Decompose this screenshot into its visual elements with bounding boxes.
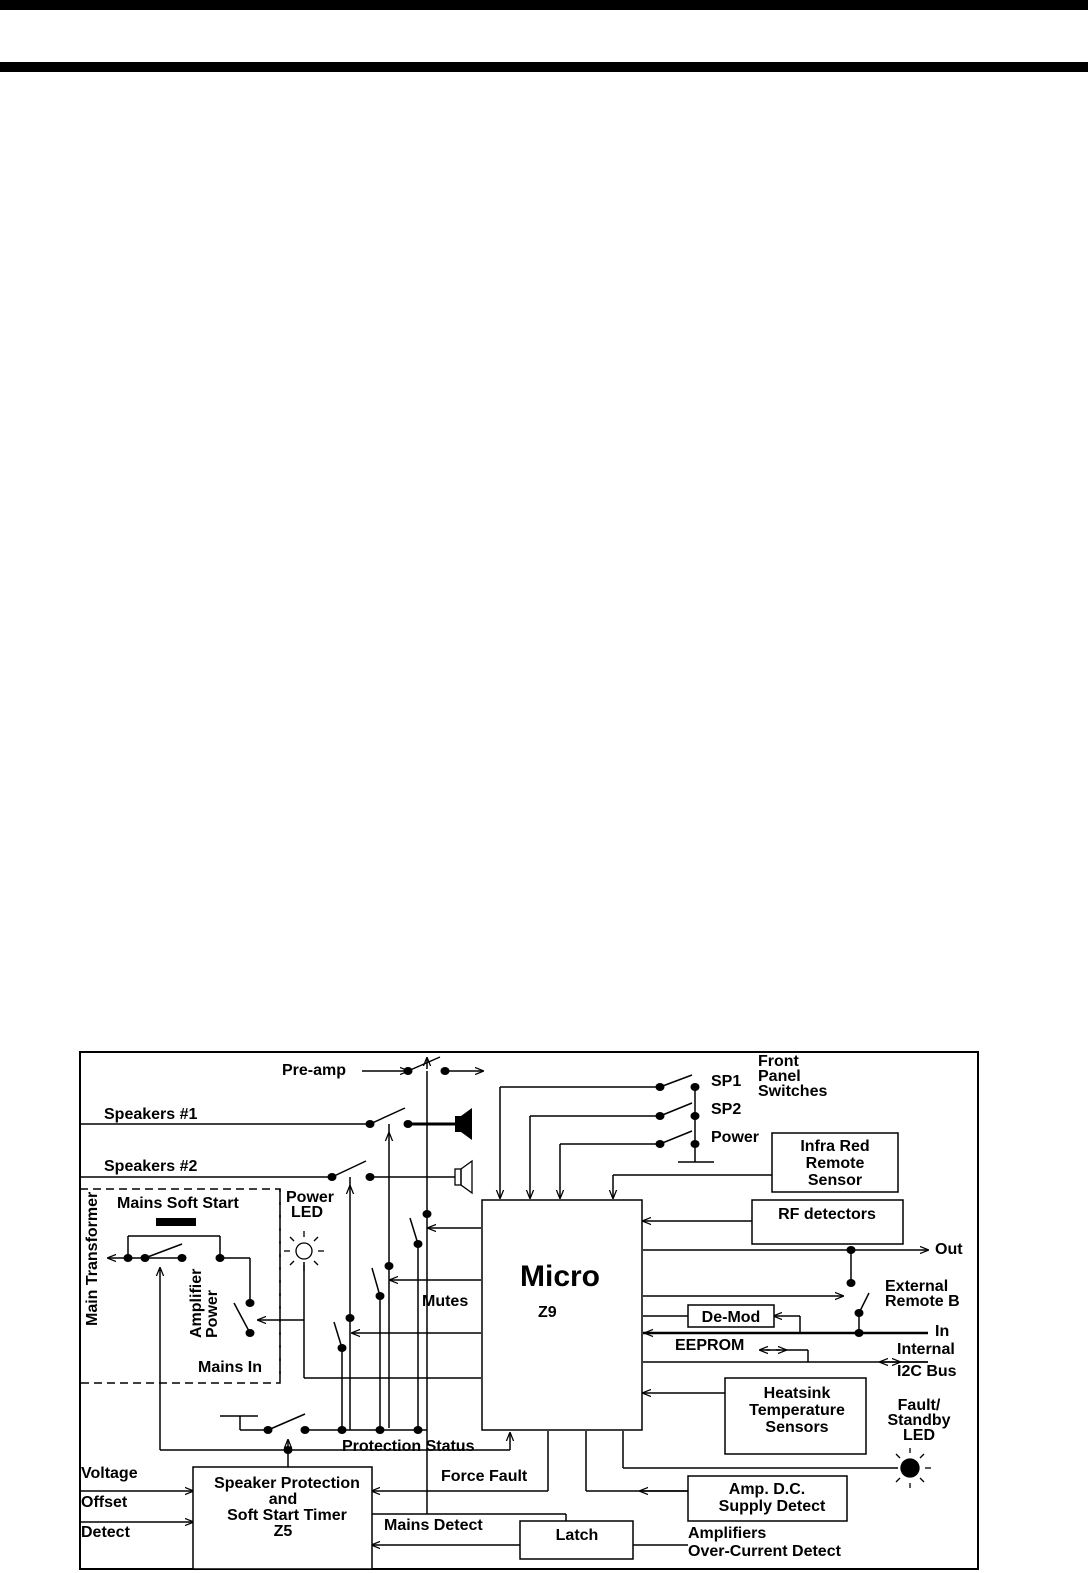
- soft-start-resistor: [156, 1218, 196, 1226]
- infra-red-label: Infra Red: [800, 1138, 869, 1155]
- front-panel-label: Panel: [758, 1068, 801, 1085]
- mains-detect-label: Mains Detect: [384, 1517, 483, 1534]
- sp1-label: SP1: [711, 1073, 741, 1090]
- force-fault-label: Force Fault: [441, 1468, 528, 1485]
- mutes-label: Mutes: [422, 1293, 468, 1310]
- out-label: Out: [935, 1241, 963, 1258]
- front-panel-label: Front: [758, 1053, 800, 1070]
- amplifier-power-label: Amplifier: [188, 1269, 205, 1338]
- external-remote-label: Remote B: [885, 1293, 960, 1310]
- speaker-protection-label: Speaker Protection: [214, 1475, 360, 1492]
- speaker-protection-label: Z5: [274, 1523, 293, 1540]
- amplifiers-label: Over-Current Detect: [688, 1543, 842, 1560]
- mains-in-label: Mains In: [198, 1359, 262, 1376]
- latch-label: Latch: [556, 1527, 599, 1544]
- power-led-icon: [284, 1231, 324, 1271]
- speaker1-icon: [455, 1108, 472, 1140]
- infra-red-box: [771, 1132, 899, 1193]
- heatsink-label: Temperature: [749, 1402, 845, 1419]
- in-label: In: [935, 1323, 949, 1340]
- power-led-label: Power: [286, 1189, 334, 1206]
- heatsink-label: Sensors: [765, 1419, 828, 1436]
- front-panel-label: Switches: [758, 1083, 827, 1100]
- rf-detectors-box: [751, 1199, 904, 1245]
- amplifiers-label: Amplifiers: [688, 1525, 766, 1542]
- top-rule-thin: [0, 0, 1088, 10]
- amp-dc-label: Amp. D.C.: [729, 1481, 805, 1498]
- offset-label: Offset: [81, 1494, 128, 1511]
- sp2-label: SP2: [711, 1101, 741, 1118]
- micro-label: Micro: [520, 1260, 600, 1293]
- fault-led-label: LED: [903, 1427, 935, 1444]
- speaker-protection-label: Soft Start Timer: [227, 1507, 347, 1524]
- external-remote-label: External: [885, 1278, 948, 1295]
- top-rule-thick: [0, 62, 1088, 72]
- power-switch-label: Power: [711, 1129, 759, 1146]
- i2c-bus-label: I2C Bus: [897, 1363, 957, 1380]
- rf-detectors-label: RF detectors: [778, 1206, 876, 1223]
- speaker2-icon: [454, 1159, 473, 1195]
- amp-dc-label: Supply Detect: [719, 1498, 826, 1515]
- fault-led-icon: [895, 1448, 931, 1488]
- main-transformer-box: [79, 1188, 281, 1384]
- micro-box: [481, 1199, 643, 1431]
- speaker-protection-label: and: [269, 1491, 297, 1508]
- speaker-protection-box: [192, 1466, 373, 1570]
- de-mod-box: [687, 1304, 775, 1328]
- amplifier-power-label: Power: [204, 1290, 221, 1338]
- latch-box: [519, 1520, 634, 1560]
- fault-led-label: Standby: [887, 1412, 950, 1429]
- amp-dc-box: [687, 1475, 848, 1522]
- internal-label: Internal: [897, 1341, 955, 1358]
- speakers2-label: Speakers #2: [104, 1158, 198, 1175]
- eeprom-label: EEPROM: [675, 1337, 744, 1354]
- fault-led-label: Fault/: [898, 1397, 941, 1414]
- detect-label: Detect: [81, 1524, 131, 1541]
- infra-red-label: Remote: [806, 1155, 865, 1172]
- speakers1-label: Speakers #1: [104, 1106, 198, 1123]
- preamp-label: Pre-amp: [282, 1062, 346, 1079]
- infra-red-label: Sensor: [808, 1172, 862, 1189]
- heatsink-label: Heatsink: [764, 1385, 831, 1402]
- mains-soft-start-label: Mains Soft Start: [117, 1195, 239, 1212]
- power-led-label: LED: [291, 1204, 323, 1221]
- voltage-label: Voltage: [81, 1465, 138, 1482]
- micro-id-label: Z9: [538, 1304, 557, 1321]
- protection-status-label: Protection Status: [342, 1438, 475, 1455]
- main-transformer-label: Main Transformer: [84, 1192, 101, 1326]
- heatsink-box: [724, 1377, 867, 1455]
- de-mod-label: De-Mod: [702, 1309, 761, 1326]
